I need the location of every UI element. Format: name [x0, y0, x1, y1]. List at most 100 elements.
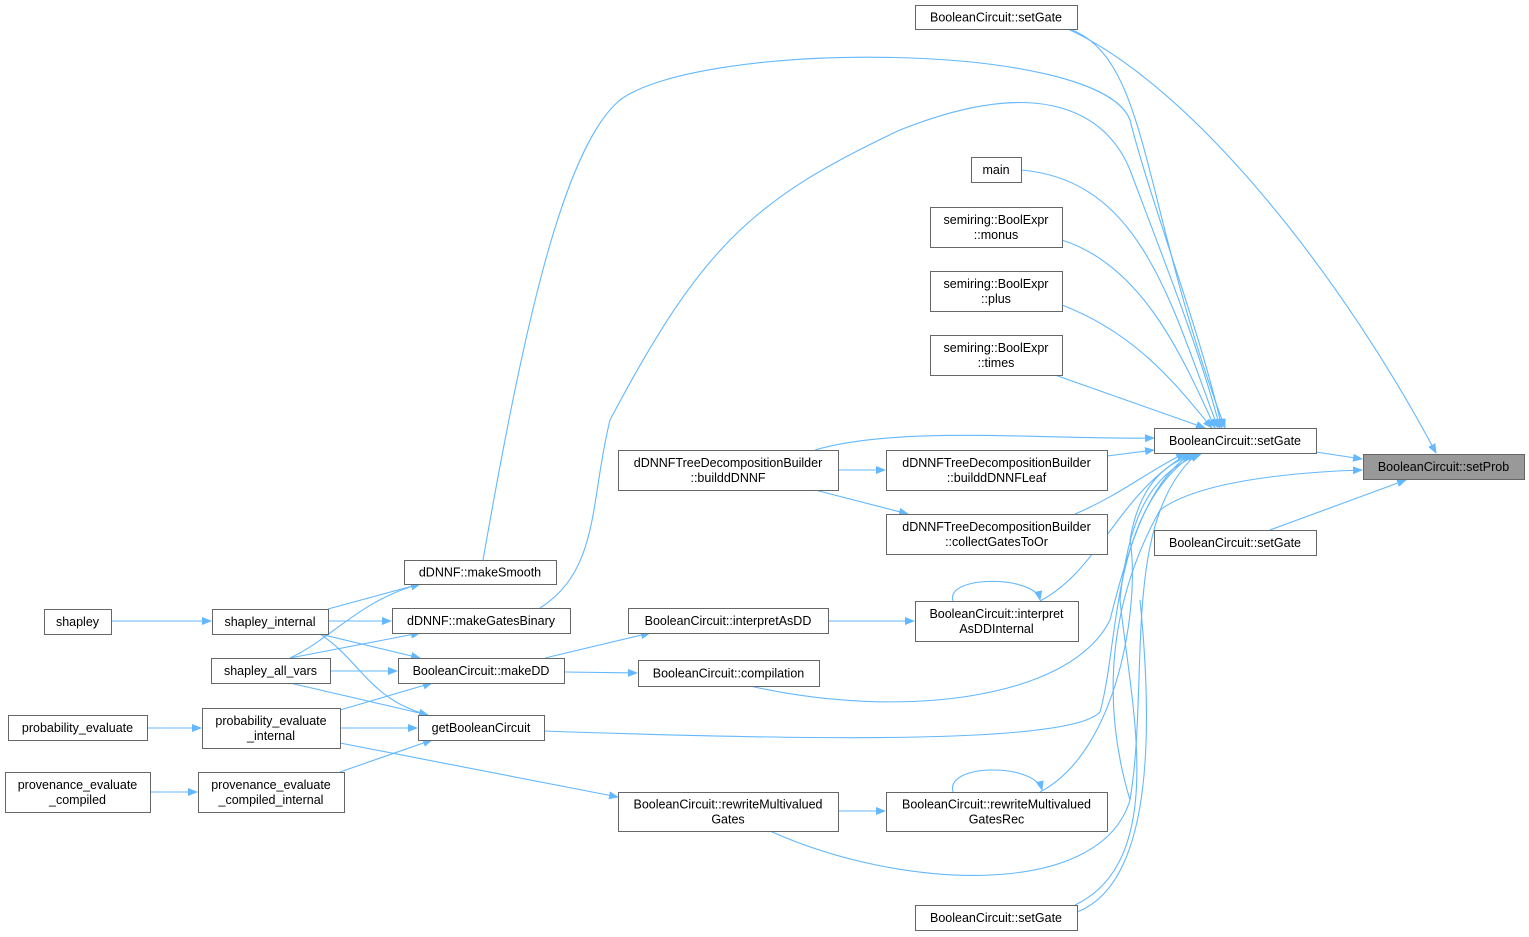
- node-plus[interactable]: semiring::BoolExpr::plus: [930, 271, 1063, 312]
- node-box: [202, 708, 341, 749]
- node-monus[interactable]: semiring::BoolExpr::monus: [930, 207, 1063, 248]
- node-label: probability_evaluate: [215, 714, 326, 728]
- node-box: [5, 772, 151, 813]
- node-label: provenance_evaluate: [18, 778, 138, 792]
- node-provenance-evaluate-compiled-internal[interactable]: provenance_evaluate_compiled_internal: [198, 772, 345, 813]
- edge-setgate-low-to-setprob: [1269, 479, 1407, 531]
- node-label: dDNNFTreeDecompositionBuilder: [902, 520, 1091, 534]
- node-times[interactable]: semiring::BoolExpr::times: [930, 335, 1063, 376]
- node-box: [198, 772, 345, 813]
- edge-makesmooth-to-setgate: [482, 56, 1224, 561]
- node-box: [212, 609, 329, 635]
- edge-setgate-top-to-setprob: [1067, 28, 1437, 454]
- node-shapley[interactable]: shapley: [44, 609, 112, 635]
- node-label: dDNNFTreeDecompositionBuilder: [634, 456, 823, 470]
- node-label: semiring::BoolExpr: [944, 341, 1049, 355]
- node-label: shapley_internal: [224, 615, 315, 629]
- node-box: [915, 5, 1078, 30]
- node-box: [886, 450, 1108, 491]
- node-setgate-low[interactable]: BooleanCircuit::setGate: [1154, 530, 1317, 556]
- node-box: [628, 608, 829, 634]
- edge-allvars-to-makesmooth: [289, 582, 421, 659]
- edge-setgate-bottom-to-setgate-2: [1076, 599, 1148, 913]
- node-label: getBooleanCircuit: [432, 721, 531, 735]
- node-interpretasdd[interactable]: BooleanCircuit::interpretAsDD: [628, 608, 829, 634]
- node-label: BooleanCircuit::setGate: [930, 11, 1062, 25]
- node-probability-evaluate-internal[interactable]: probability_evaluate_internal: [202, 708, 341, 749]
- edge-allvars-to-getbooleancircuit: [289, 682, 429, 717]
- edge-setgate-top-to-setgate: [1069, 28, 1226, 429]
- node-label: _compiled_internal: [218, 793, 324, 807]
- node-box: [1154, 428, 1317, 454]
- edge-internal-to-getbooleancircuit: [319, 633, 429, 717]
- node-box: [886, 514, 1108, 555]
- edge-probinternal-to-makedd: [339, 681, 433, 711]
- node-label: BooleanCircuit::setProb: [1378, 460, 1509, 474]
- node-label: provenance_evaluate: [211, 778, 331, 792]
- node-makedd[interactable]: BooleanCircuit::makeDD: [398, 658, 565, 684]
- node-setprob[interactable]: BooleanCircuit::setProb: [1363, 454, 1525, 480]
- node-getbooleancircuit[interactable]: getBooleanCircuit: [418, 715, 545, 741]
- edge-getbooleancircuit-to-setgate: [543, 452, 1196, 739]
- node-label: _internal: [246, 729, 295, 743]
- node-label: Gates: [711, 813, 744, 827]
- edge-internal-to-makesmooth: [327, 582, 421, 610]
- node-setgate-mid[interactable]: BooleanCircuit::setGate: [1154, 428, 1317, 454]
- node-label: BooleanCircuit::rewriteMultivalued: [634, 798, 823, 812]
- edge-plus-to-setgate: [1061, 304, 1213, 429]
- node-box: [44, 609, 112, 635]
- node-box: [930, 207, 1063, 248]
- node-makegatesbinary[interactable]: dDNNF::makeGatesBinary: [392, 608, 571, 634]
- node-label: shapley_all_vars: [224, 664, 317, 678]
- node-label: ::builddDNNFLeaf: [947, 471, 1047, 485]
- node-shapley-internal[interactable]: shapley_internal: [212, 609, 329, 635]
- edge-interpretasddinternal-self: [952, 580, 1043, 602]
- nodes: BooleanCircuit::setProbBooleanCircuit::s…: [5, 5, 1525, 931]
- node-box: [398, 658, 565, 684]
- node-label: ::builddDNNF: [690, 471, 765, 485]
- node-label: BooleanCircuit::setGate: [1169, 434, 1301, 448]
- edge-main-to-setgate: [1020, 169, 1219, 429]
- node-collect[interactable]: dDNNFTreeDecompositionBuilder::collectGa…: [886, 514, 1108, 555]
- edge-times-to-setgate: [1054, 374, 1206, 429]
- node-setgate-bottom[interactable]: BooleanCircuit::setGate: [915, 905, 1078, 931]
- node-makesmooth[interactable]: dDNNF::makeSmooth: [404, 560, 557, 585]
- node-label: BooleanCircuit::makeDD: [413, 664, 550, 678]
- node-label: dDNNF::makeGatesBinary: [407, 614, 556, 628]
- edge-allvars-to-makegatesbinary: [289, 630, 421, 659]
- node-provenance-evaluate-compiled[interactable]: provenance_evaluate_compiled: [5, 772, 151, 813]
- node-builddnnf[interactable]: dDNNFTreeDecompositionBuilder::builddDNN…: [618, 450, 839, 491]
- edge-rewrite-to-setgate: [769, 452, 1199, 876]
- edges: [111, 28, 1437, 913]
- edge-probinternal-to-rewrite: [339, 742, 619, 800]
- node-rewriterec[interactable]: BooleanCircuit::rewriteMultivaluedGatesR…: [886, 792, 1108, 832]
- edge-provinternal-to-getbooleancircuit: [339, 739, 433, 773]
- edge-builddnnf-to-collect: [814, 489, 909, 516]
- node-label: dDNNF::makeSmooth: [419, 566, 541, 580]
- node-probability-evaluate[interactable]: probability_evaluate: [8, 715, 148, 741]
- node-box: [618, 792, 839, 832]
- node-shapley-all-vars[interactable]: shapley_all_vars: [211, 658, 331, 684]
- node-main[interactable]: main: [971, 157, 1022, 183]
- node-box: [418, 715, 545, 741]
- node-compilation[interactable]: BooleanCircuit::compilation: [638, 660, 820, 687]
- node-label: _compiled: [48, 793, 106, 807]
- node-setgate-top[interactable]: BooleanCircuit::setGate: [915, 5, 1078, 30]
- edge-leaf-to-setgate: [1106, 447, 1155, 457]
- node-box: [8, 715, 148, 741]
- node-label: ::monus: [974, 228, 1018, 242]
- node-label: shapley: [56, 615, 100, 629]
- node-box: [971, 157, 1022, 183]
- edge-internal-to-makedd: [319, 633, 421, 660]
- node-label: ::times: [978, 356, 1015, 370]
- node-box: [915, 905, 1078, 931]
- edge-makedd-to-compilation: [563, 668, 638, 677]
- node-label: main: [982, 163, 1009, 177]
- node-box: [930, 335, 1063, 376]
- node-box: [638, 660, 820, 687]
- node-buildleaf[interactable]: dDNNFTreeDecompositionBuilder::builddDNN…: [886, 450, 1108, 491]
- node-label: AsDDInternal: [959, 622, 1033, 636]
- node-box: [915, 601, 1079, 642]
